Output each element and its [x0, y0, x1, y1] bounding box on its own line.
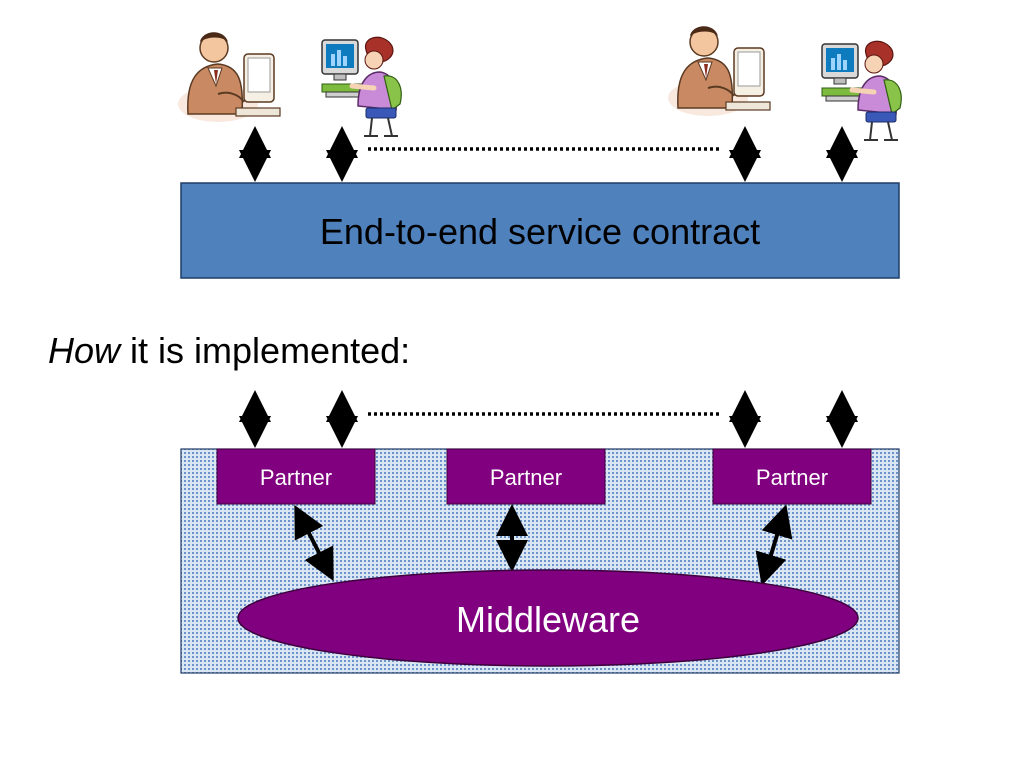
caption-emphasis: How — [48, 330, 121, 371]
businessman-at-computer-icon — [177, 31, 281, 123]
partner-label: Partner — [260, 465, 332, 490]
contract-label: End-to-end service contract — [320, 211, 760, 252]
partner-label: Partner — [756, 465, 828, 490]
woman-at-computer-icon — [822, 41, 901, 140]
woman-at-computer-icon — [322, 37, 401, 136]
partner-box — [712, 448, 872, 505]
partner-box — [446, 448, 606, 505]
implementation-caption: How it is implemented: — [48, 330, 410, 372]
caption-text: it is implemented: — [120, 330, 411, 371]
bidirectional-arrow — [755, 504, 793, 586]
bidirectional-arrow — [294, 504, 334, 582]
partner-label: Partner — [490, 465, 562, 490]
middleware-label: Middleware — [456, 599, 640, 640]
top-user-arrows — [239, 126, 858, 182]
businessman-at-computer-icon — [667, 25, 771, 117]
middleware-ellipse — [237, 569, 859, 667]
contract-box — [180, 182, 900, 279]
bottom-user-arrows — [239, 390, 858, 448]
partner-middleware-arrows — [294, 504, 793, 586]
partner-box — [216, 448, 376, 505]
